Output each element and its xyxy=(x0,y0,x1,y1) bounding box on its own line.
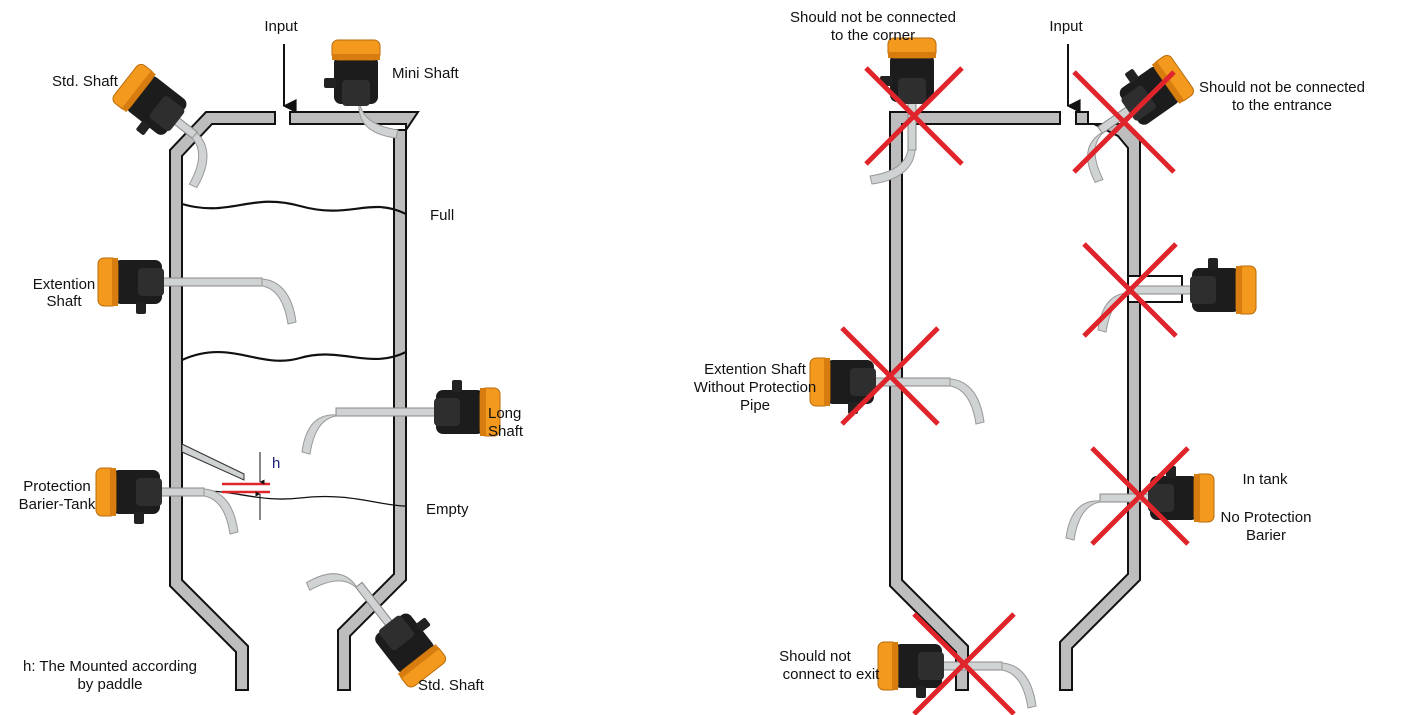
long-shaft-label-2: Shaft xyxy=(488,423,524,440)
protection-barrier-sensor xyxy=(95,467,239,535)
extension-shaft-label-2: Shaft xyxy=(46,293,82,310)
long-shaft-sensor xyxy=(301,380,501,455)
protection-barrier-plate xyxy=(181,443,245,481)
h-dimension-marker xyxy=(222,452,270,520)
left-input-label: Input xyxy=(264,18,298,35)
empty-label: Empty xyxy=(426,501,469,518)
full-label: Full xyxy=(430,207,454,224)
side-tube-sensor xyxy=(1097,258,1257,333)
right-silo-right-wall xyxy=(1059,111,1141,691)
corner-cross xyxy=(864,66,964,166)
side-tube-cross xyxy=(1082,242,1178,338)
in-tank-cross xyxy=(1090,446,1190,546)
protection-label-2: Barier-Tank xyxy=(19,496,96,513)
note-label-2: by paddle xyxy=(77,676,142,693)
note-label-1: h: The Mounted according xyxy=(23,658,197,675)
corner-sensor xyxy=(869,37,937,185)
warning-crosses xyxy=(840,66,1190,715)
no-pipe-sensor xyxy=(809,357,985,425)
right-input-label: Input xyxy=(1049,18,1083,35)
right-silo xyxy=(889,44,1183,691)
no-pipe-label-1: Extention Shaft xyxy=(704,361,807,378)
mini-shaft-sensor xyxy=(324,39,399,139)
no-barrier-label-2: Barier xyxy=(1246,527,1286,544)
long-shaft-label-1: Long xyxy=(488,405,521,422)
in-tank-sensor xyxy=(1065,466,1215,541)
exit-warning-label-2: connect to exit xyxy=(783,666,881,683)
no-pipe-label-3: Pipe xyxy=(740,397,770,414)
entrance-warning-label-2: to the entrance xyxy=(1232,97,1332,114)
exit-cross xyxy=(912,612,1016,715)
extension-shaft-sensor xyxy=(97,257,297,325)
h-symbol: h xyxy=(272,455,280,472)
mini-shaft-label: Mini Shaft xyxy=(392,65,460,82)
protection-label-1: Protection xyxy=(23,478,91,495)
std-shaft-top-label: Std. Shaft xyxy=(52,73,119,90)
exit-sensor xyxy=(877,641,1037,709)
in-tank-label: In tank xyxy=(1242,471,1288,488)
left-silo-left-wall xyxy=(169,111,276,691)
entrance-warning-label-1: Should not be connected xyxy=(1199,79,1365,96)
left-silo-right-wall xyxy=(289,111,420,691)
right-silo-left-wall xyxy=(889,111,1061,691)
std-shaft-bottom-sensor xyxy=(305,573,447,688)
full-level-line xyxy=(181,200,407,215)
entrance-cross xyxy=(1072,70,1176,174)
sensors-layer xyxy=(95,37,1257,709)
exit-warning-label-1: Should not xyxy=(779,648,852,665)
no-pipe-cross xyxy=(840,326,940,426)
no-barrier-label-1: No Protection xyxy=(1221,509,1312,526)
std-shaft-top-sensor xyxy=(112,63,208,189)
middle-level-line xyxy=(181,350,407,362)
extension-shaft-label-1: Extention xyxy=(33,276,96,293)
no-pipe-label-2: Without Protection xyxy=(694,379,817,396)
corner-warning-label-2: to the corner xyxy=(831,27,915,44)
corner-warning-label-1: Should not be connected xyxy=(790,9,956,26)
std-shaft-bottom-label: Std. Shaft xyxy=(418,677,485,694)
left-silo xyxy=(169,44,420,691)
